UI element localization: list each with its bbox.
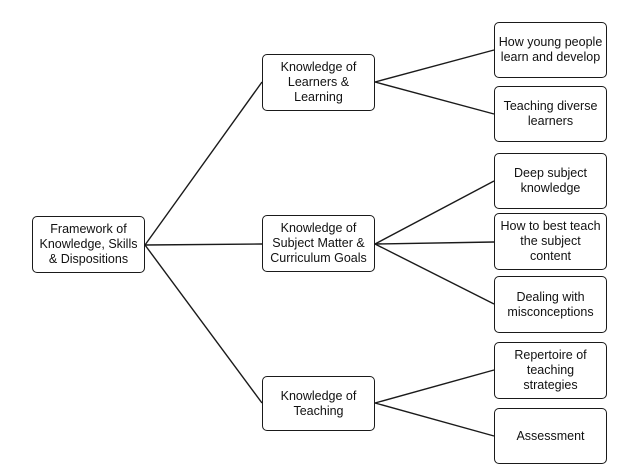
leaf-node-misconceptions: Dealing with misconceptions <box>494 276 607 333</box>
leaf-node-deep-knowledge: Deep subject knowledge <box>494 153 607 209</box>
connector-teaching-repertoire <box>374 369 495 404</box>
connector-learners-young-people <box>374 49 495 83</box>
leaf-node-label: Deep subject knowledge <box>514 166 587 195</box>
connector-root-subject <box>144 243 263 246</box>
leaf-node-diverse-learners: Teaching diverse learners <box>494 86 607 142</box>
connector-subject-teach-content <box>374 241 495 245</box>
branch-node-subject-matter: Knowledge of Subject Matter & Curriculum… <box>262 215 375 272</box>
branch-node-learners: Knowledge of Learners & Learning <box>262 54 375 111</box>
connector-teaching-assessment <box>374 402 495 437</box>
branch-node-teaching: Knowledge of Teaching <box>262 376 375 431</box>
leaf-node-young-people: How young people learn and develop <box>494 22 607 78</box>
branch-node-label: Knowledge of Teaching <box>280 388 357 418</box>
branch-node-label: Knowledge of Subject Matter & Curriculum… <box>270 221 367 265</box>
branch-node-label: Knowledge of Learners & Learning <box>280 60 357 104</box>
connector-subject-misconceptions <box>374 243 495 305</box>
connector-learners-diverse <box>374 81 495 115</box>
leaf-node-assessment: Assessment <box>494 408 607 464</box>
root-node-label: Framework of Knowledge, Skills & Disposi… <box>39 222 138 266</box>
leaf-node-label: Teaching diverse learners <box>503 99 598 128</box>
root-node: Framework of Knowledge, Skills & Disposi… <box>32 216 145 273</box>
leaf-node-label: Assessment <box>516 428 585 443</box>
leaf-node-label: How to best teach the subject content <box>500 219 601 263</box>
leaf-node-repertoire: Repertoire of teaching strategies <box>494 342 607 399</box>
leaf-node-label: Repertoire of teaching strategies <box>514 348 587 392</box>
leaf-node-label: How young people learn and develop <box>498 35 603 64</box>
leaf-node-label: Dealing with misconceptions <box>507 289 594 319</box>
connector-root-teaching <box>144 244 263 404</box>
leaf-node-teach-content: How to best teach the subject content <box>494 213 607 270</box>
connector-root-learners <box>144 81 263 246</box>
connector-subject-deep <box>374 180 495 245</box>
